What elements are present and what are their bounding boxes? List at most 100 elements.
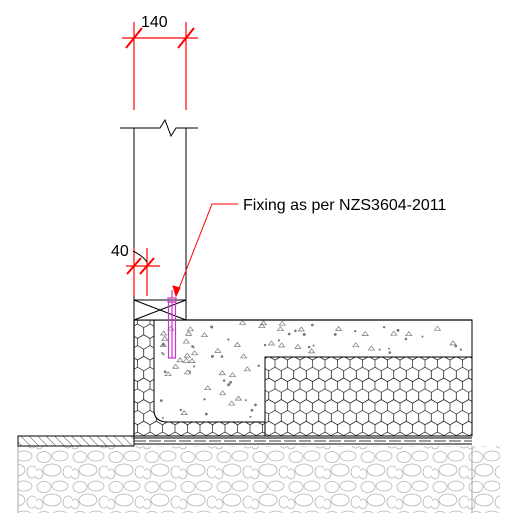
aggregate-mark bbox=[294, 329, 297, 332]
aggregate-mark bbox=[227, 400, 236, 406]
aggregate-mark bbox=[161, 335, 169, 341]
aggregate-mark bbox=[210, 325, 214, 329]
aggregate-mark bbox=[263, 343, 267, 347]
aggregate-mark bbox=[234, 395, 243, 401]
aggregate-mark bbox=[459, 348, 463, 351]
aggregate-mark bbox=[218, 370, 226, 376]
aggregate-mark bbox=[405, 331, 413, 337]
aggregate-mark bbox=[182, 357, 190, 363]
timber-wall bbox=[120, 118, 198, 300]
aggregate-mark bbox=[227, 383, 231, 387]
aggregate-mark bbox=[162, 353, 165, 356]
membrane-lines bbox=[134, 437, 472, 445]
aggregate-mark bbox=[162, 343, 165, 346]
aggregate-mark bbox=[182, 338, 190, 344]
ground-surface-strip bbox=[17, 435, 135, 447]
aggregate-mark bbox=[183, 369, 192, 375]
aggregate-mark bbox=[203, 398, 206, 401]
aggregate-mark bbox=[333, 332, 337, 336]
aggregate-mark bbox=[222, 379, 226, 382]
aggregate-mark bbox=[243, 366, 252, 372]
aggregate-mark bbox=[258, 323, 266, 329]
aggregate-mark bbox=[276, 326, 285, 332]
aggregate-mark bbox=[161, 416, 164, 419]
aggregate-mark bbox=[159, 341, 167, 347]
insulation-pod bbox=[264, 356, 473, 437]
aggregate-mark bbox=[352, 342, 360, 348]
aggregate-mark bbox=[312, 344, 315, 347]
aggregate-mark bbox=[159, 330, 168, 336]
aggregate-mark bbox=[277, 339, 281, 342]
aggregate-mark bbox=[180, 410, 188, 415]
aggregate-mark bbox=[378, 348, 381, 351]
ground-fill bbox=[17, 446, 500, 513]
aggregate-mark bbox=[254, 403, 257, 407]
aggregate-mark bbox=[238, 319, 247, 325]
aggregate-mark bbox=[421, 335, 424, 338]
aggregate-mark bbox=[454, 344, 458, 348]
aggregate-mark bbox=[179, 408, 183, 412]
aggregate-mark bbox=[233, 341, 242, 347]
aggregate-mark bbox=[193, 365, 196, 368]
aggregate-mark bbox=[302, 333, 306, 336]
aggregate-mark bbox=[200, 332, 209, 338]
aggregate-mark bbox=[210, 354, 214, 358]
aggregate-mark bbox=[161, 351, 164, 354]
concrete-aggregate bbox=[159, 319, 463, 419]
aggregate-mark bbox=[188, 357, 196, 363]
aggregate-mark bbox=[249, 415, 252, 418]
aggregate-mark bbox=[190, 350, 199, 356]
aggregate-mark bbox=[267, 340, 276, 346]
annotation-leader bbox=[172, 203, 238, 298]
aggregate-mark bbox=[334, 325, 343, 331]
aggregate-mark bbox=[307, 348, 316, 354]
aggregate-mark bbox=[287, 332, 291, 336]
aggregate-mark bbox=[239, 353, 248, 359]
aggregate-mark bbox=[388, 347, 390, 350]
aggregate-mark bbox=[257, 364, 260, 368]
aggregate-mark bbox=[382, 325, 386, 329]
aggregate-mark bbox=[204, 385, 212, 391]
dimension-40-label: 40 bbox=[111, 243, 129, 260]
aggregate-mark bbox=[184, 330, 193, 336]
aggregate-mark bbox=[367, 345, 376, 351]
aggregate-mark bbox=[277, 342, 286, 348]
aggregate-mark bbox=[228, 372, 237, 378]
aggregate-mark bbox=[227, 338, 230, 341]
aggregate-mark bbox=[192, 346, 195, 349]
aggregate-mark bbox=[171, 363, 180, 369]
concrete-slab bbox=[134, 319, 473, 423]
aggregate-mark bbox=[449, 340, 457, 346]
aggregate-mark bbox=[307, 345, 311, 349]
aggregate-mark bbox=[354, 329, 357, 333]
aggregate-mark bbox=[163, 370, 167, 373]
aggregate-mark bbox=[218, 390, 227, 396]
aggregate-mark bbox=[294, 343, 302, 349]
aggregate-mark bbox=[361, 331, 369, 336]
aggregate-mark bbox=[164, 371, 172, 377]
aggregate-mark bbox=[159, 399, 163, 402]
aggregate-mark bbox=[229, 380, 232, 384]
aggregate-mark bbox=[204, 412, 208, 416]
aggregate-mark bbox=[390, 330, 398, 336]
fixing-bolt bbox=[167, 290, 177, 359]
aggregate-mark bbox=[244, 399, 247, 402]
aggregate-mark bbox=[297, 326, 306, 332]
dimension-40 bbox=[126, 248, 160, 296]
aggregate-mark bbox=[176, 357, 184, 363]
aggregate-mark bbox=[396, 328, 400, 332]
aggregate-mark bbox=[278, 320, 286, 326]
dimension-40-leader bbox=[132, 250, 148, 263]
bottom-plate bbox=[133, 299, 187, 321]
dimension-140 bbox=[122, 22, 198, 110]
aggregate-mark bbox=[310, 323, 314, 327]
aggregate-mark bbox=[259, 320, 268, 326]
aggregate-mark bbox=[186, 326, 195, 332]
aggregate-mark bbox=[183, 352, 191, 358]
aggregate-mark bbox=[404, 337, 408, 341]
aggregate-mark bbox=[220, 355, 224, 358]
aggregate-mark bbox=[433, 325, 442, 331]
fixing-annotation: Fixing as per NZS3604-2011 bbox=[243, 197, 446, 214]
aggregate-mark bbox=[388, 351, 392, 354]
